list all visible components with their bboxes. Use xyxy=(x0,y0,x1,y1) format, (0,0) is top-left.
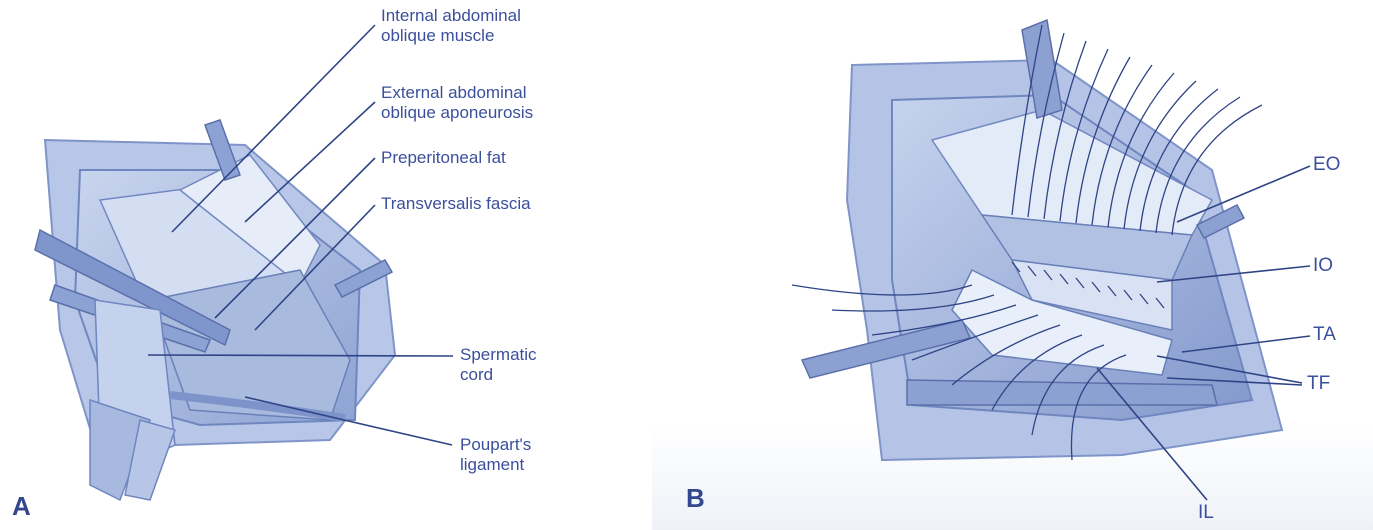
panel-b: EO IO TA TF IL B xyxy=(652,0,1373,530)
label-external-oblique-line2: oblique aponeurosis xyxy=(381,103,533,123)
panel-letter-b: B xyxy=(686,484,705,512)
label-spermatic-cord-line2: cord xyxy=(460,365,537,385)
label-spermatic-cord-line1: Spermatic xyxy=(460,345,537,365)
label-spermatic-cord: Spermatic cord xyxy=(460,345,537,385)
label-pouparts-ligament-line1: Poupart's xyxy=(460,435,531,455)
label-internal-oblique-line2: oblique muscle xyxy=(381,26,521,46)
label-external-oblique: External abdominal oblique aponeurosis xyxy=(381,83,533,123)
label-pouparts-ligament-line2: ligament xyxy=(460,455,531,475)
panel-a: Internal abdominal oblique muscle Extern… xyxy=(0,0,640,530)
label-io: IO xyxy=(1313,255,1333,277)
label-internal-oblique: Internal abdominal oblique muscle xyxy=(381,6,521,46)
label-eo: EO xyxy=(1313,154,1340,176)
label-ta: TA xyxy=(1313,324,1336,346)
label-tf: TF xyxy=(1307,373,1330,395)
leader-spermatic-cord xyxy=(148,355,453,356)
label-pouparts-ligament: Poupart's ligament xyxy=(460,435,531,475)
label-external-oblique-line1: External abdominal xyxy=(381,83,533,103)
label-internal-oblique-line1: Internal abdominal xyxy=(381,6,521,26)
label-preperitoneal-fat: Preperitoneal fat xyxy=(381,148,506,168)
illustration-b xyxy=(652,0,1373,530)
illustration-a xyxy=(0,0,640,530)
label-transversalis-fascia: Transversalis fascia xyxy=(381,194,531,214)
panel-letter-a: A xyxy=(12,492,31,520)
label-il: IL xyxy=(1198,502,1214,524)
